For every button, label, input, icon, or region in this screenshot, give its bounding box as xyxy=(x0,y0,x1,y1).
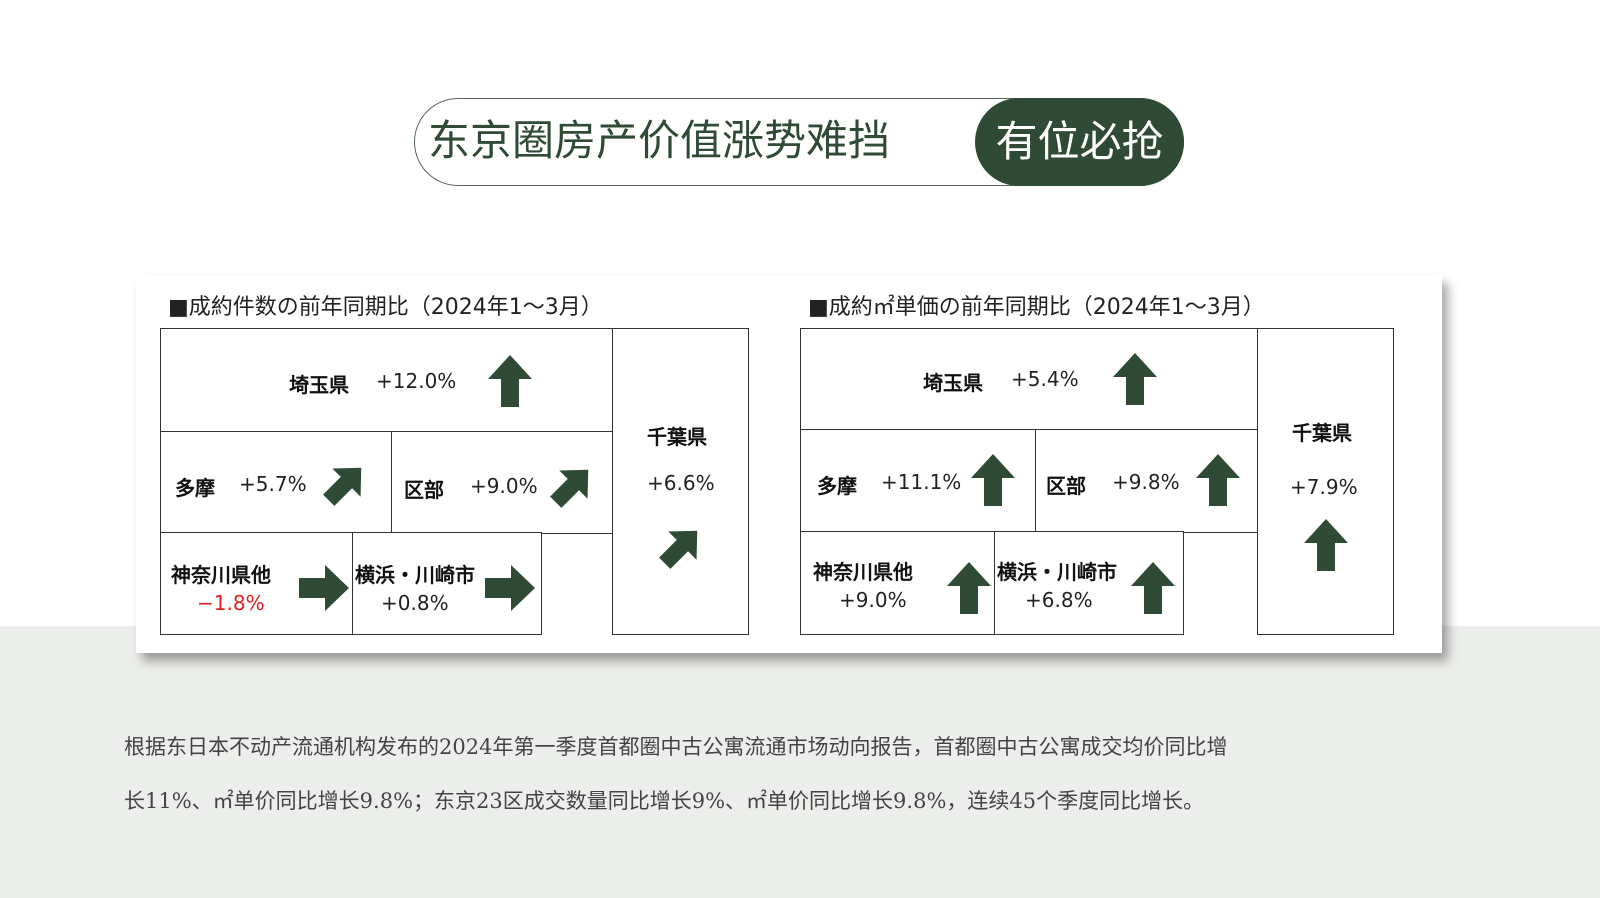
change-value: +12.0% xyxy=(376,369,457,393)
page-title: 东京圈房产价值涨势难挡 xyxy=(428,116,891,165)
panel-heading: ■成約㎡単価の前年同期比（2024年1～3月） xyxy=(808,295,1265,320)
change-value: +9.8% xyxy=(1112,470,1180,494)
cell-chiba: 千葉県 +7.9% xyxy=(1257,328,1394,635)
change-value: +6.6% xyxy=(647,471,715,495)
up-right-arrow-icon xyxy=(659,530,698,569)
up-arrow-icon xyxy=(1113,353,1157,405)
description-paragraph: 根据东日本不动产流通机构发布的2024年第一季度首都圈中古公寓流通市场动向报告，… xyxy=(124,720,1484,828)
up-arrow-icon xyxy=(1131,562,1175,614)
region-label: 千葉県 xyxy=(647,425,707,449)
region-label: 神奈川県他 xyxy=(171,563,271,587)
change-value: +7.9% xyxy=(1290,475,1358,499)
statistics-card: ■成約件数の前年同期比（2024年1～3月） 埼玉県 +12.0% 多摩 +5.… xyxy=(136,275,1442,653)
region-label: 横浜・川崎市 xyxy=(355,563,475,587)
right-arrow-icon xyxy=(299,565,349,611)
cell-saitama: 埼玉県 +5.4% xyxy=(800,328,1259,431)
up-right-arrow-icon xyxy=(323,467,362,506)
change-value: −1.8% xyxy=(197,591,265,615)
change-value: +9.0% xyxy=(839,588,907,612)
cell-kanagawa: 神奈川県他 −1.8% xyxy=(160,532,354,635)
up-arrow-icon xyxy=(1304,519,1348,571)
change-value: +11.1% xyxy=(881,470,962,494)
region-label: 区部 xyxy=(404,478,444,502)
cell-kanagawa: 神奈川県他 +9.0% xyxy=(800,531,996,635)
cell-kubu: 区部 +9.0% xyxy=(391,431,614,534)
cell-yokohama: 横浜・川崎市 +6.8% xyxy=(994,531,1184,635)
region-label: 区部 xyxy=(1046,474,1086,498)
up-right-arrow-icon xyxy=(550,469,589,508)
description-line: 根据东日本不动产流通机构发布的2024年第一季度首都圈中古公寓流通市场动向报告，… xyxy=(124,735,1228,759)
panel-heading: ■成約件数の前年同期比（2024年1～3月） xyxy=(168,295,603,320)
cell-saitama: 埼玉県 +12.0% xyxy=(160,328,614,433)
title-badge: 有位必抢 xyxy=(975,98,1184,186)
up-arrow-icon xyxy=(947,562,991,614)
up-arrow-icon xyxy=(488,355,532,407)
region-label: 多摩 xyxy=(817,474,857,498)
region-label: 横浜・川崎市 xyxy=(997,560,1117,584)
region-label: 埼玉県 xyxy=(289,373,349,397)
up-arrow-icon xyxy=(971,454,1015,506)
cell-tama: 多摩 +11.1% xyxy=(800,429,1037,533)
bottom-background-band xyxy=(0,626,1600,898)
up-arrow-icon xyxy=(1196,454,1240,506)
region-label: 千葉県 xyxy=(1292,421,1352,445)
region-label: 埼玉県 xyxy=(923,371,983,395)
panel-unit-price: ■成約㎡単価の前年同期比（2024年1～3月） 埼玉県 +5.4% 多摩 +11… xyxy=(776,275,1442,653)
right-arrow-icon xyxy=(485,565,535,611)
cell-kubu: 区部 +9.8% xyxy=(1035,429,1259,533)
change-value: +6.8% xyxy=(1025,588,1093,612)
cell-yokohama: 横浜・川崎市 +0.8% xyxy=(352,532,542,635)
cell-chiba: 千葉県 +6.6% xyxy=(612,328,749,635)
cell-tama: 多摩 +5.7% xyxy=(160,431,393,534)
panel-transaction-count: ■成約件数の前年同期比（2024年1～3月） 埼玉県 +12.0% 多摩 +5.… xyxy=(136,275,776,653)
region-label: 多摩 xyxy=(175,476,215,500)
description-line: 长11%、㎡单价同比增长9.8%；东京23区成交数量同比增长9%、㎡单价同比增长… xyxy=(124,789,1205,813)
change-value: +0.8% xyxy=(381,591,449,615)
change-value: +5.7% xyxy=(239,472,307,496)
region-label: 神奈川県他 xyxy=(813,560,913,584)
change-value: +5.4% xyxy=(1011,367,1079,391)
change-value: +9.0% xyxy=(470,474,538,498)
